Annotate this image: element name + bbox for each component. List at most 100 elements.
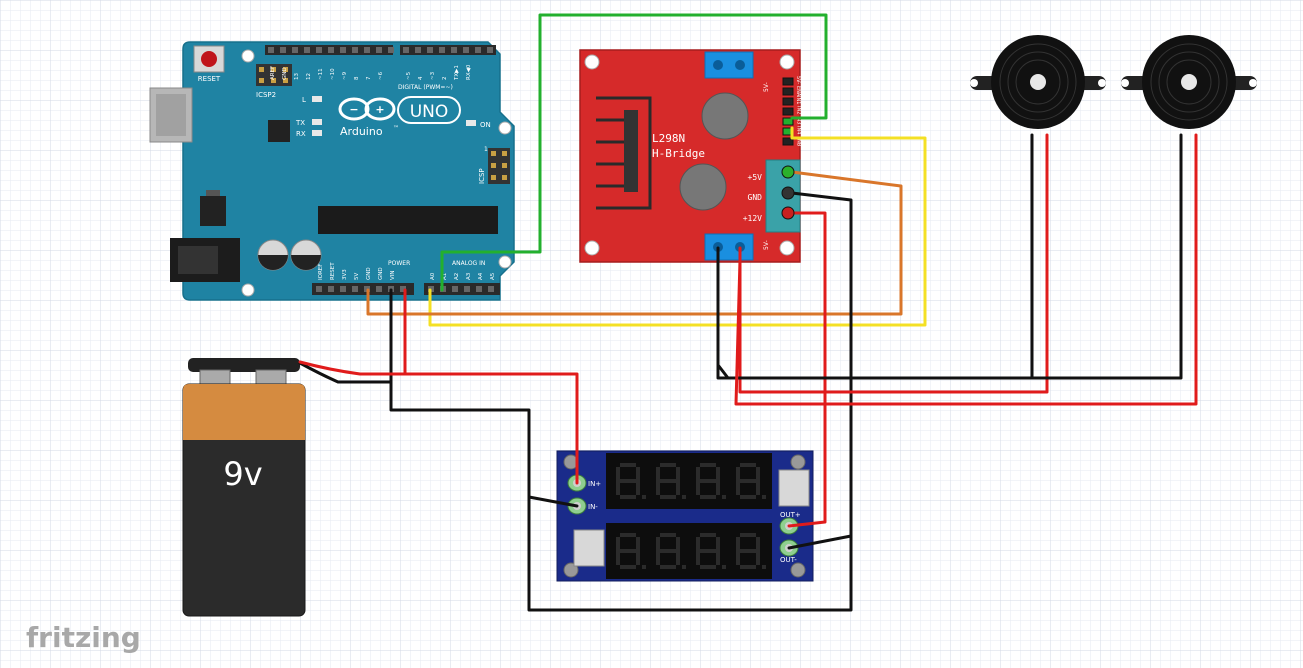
wire-black-driver-gnd[interactable] bbox=[527, 191, 853, 612]
led-rx bbox=[312, 130, 322, 136]
wires bbox=[298, 13, 1198, 612]
seven-segment-digits bbox=[616, 463, 766, 569]
wire-battery-red[interactable] bbox=[298, 360, 407, 376]
seven-segment-digit bbox=[736, 533, 766, 569]
wire-black-gnd[interactable] bbox=[389, 288, 579, 508]
power-header bbox=[312, 283, 414, 295]
digital-pin-label: 13 bbox=[294, 73, 300, 80]
icsp2-header bbox=[256, 64, 292, 86]
icsp2-label: ICSP2 bbox=[256, 91, 276, 99]
wire-green-signal[interactable] bbox=[440, 13, 828, 292]
fritzing-logo: fritzing bbox=[26, 621, 141, 654]
digital-pin-label: 2 bbox=[442, 77, 448, 81]
svg-text:−: − bbox=[349, 103, 358, 116]
wire-yellow-signal[interactable] bbox=[428, 126, 927, 327]
wire-red-buzzer-right[interactable] bbox=[734, 133, 1198, 406]
led-tx bbox=[312, 119, 322, 125]
seven-segment-digit bbox=[736, 463, 766, 499]
analog-pin-label: A3 bbox=[466, 272, 472, 280]
seven-segment-digit bbox=[696, 533, 726, 569]
digital-pin-label: ~3 bbox=[430, 71, 436, 80]
digital-pin-label: GND bbox=[282, 67, 288, 80]
logic-pin-label: IN4 bbox=[796, 126, 802, 134]
model-badge bbox=[397, 96, 461, 124]
analog-pin-label: A5 bbox=[490, 272, 496, 280]
arduino-uno-board[interactable]: RESET ICSP2 L TX RX ON bbox=[149, 41, 515, 301]
digital-pin-label: ~11 bbox=[318, 68, 324, 80]
digital-pin-label: 7 bbox=[366, 76, 372, 80]
capacitor bbox=[290, 239, 322, 271]
power-pin-label: GND bbox=[378, 267, 384, 280]
power-pin-label: RESET bbox=[330, 262, 336, 280]
analog-pin-label: A0 bbox=[430, 272, 436, 280]
led-l bbox=[312, 96, 322, 102]
seven-segment-digit bbox=[616, 463, 646, 499]
wire-red-vin[interactable] bbox=[403, 288, 579, 485]
led-tx-label: TX bbox=[295, 119, 305, 127]
reset-button-cap[interactable] bbox=[201, 51, 217, 67]
button[interactable] bbox=[778, 469, 810, 507]
battery-9v[interactable]: 9v bbox=[182, 358, 306, 617]
analog-pin-label: A2 bbox=[454, 273, 460, 280]
digital-pin-label: ~10 bbox=[330, 68, 336, 80]
side-label-5v-bottom: 5V- bbox=[763, 240, 770, 250]
capacitor bbox=[679, 163, 727, 211]
seven-segment-digit bbox=[656, 463, 686, 499]
digital-pin-label: ~9 bbox=[342, 71, 348, 80]
power-pin-label: GND bbox=[366, 267, 372, 280]
digital-pin-label: RX◀0 bbox=[466, 64, 472, 80]
reset-label: RESET bbox=[198, 75, 221, 83]
buzzer-left[interactable] bbox=[970, 35, 1106, 129]
svg-text:+: + bbox=[375, 103, 384, 116]
analog-pin-label: A1 bbox=[442, 273, 448, 280]
motor-b-terminal[interactable] bbox=[704, 233, 754, 261]
buck-converter[interactable]: IN+ IN- OUT+ OUT- bbox=[556, 450, 814, 582]
digital-pin-label: ~5 bbox=[406, 71, 412, 80]
brand-text: Arduino bbox=[340, 125, 383, 138]
out-plus-label: OUT+ bbox=[780, 511, 801, 519]
wire-orange-5v[interactable] bbox=[366, 170, 903, 316]
digital-pin-label: 4 bbox=[418, 76, 424, 80]
model-text: UNO bbox=[410, 102, 449, 122]
logic-pin-label: IN3 bbox=[795, 116, 801, 124]
digital-label: DIGITAL (PWM=~) bbox=[398, 84, 453, 91]
icsp-header bbox=[488, 148, 510, 184]
motor-a-terminal[interactable] bbox=[704, 51, 754, 79]
button[interactable] bbox=[573, 529, 605, 567]
label-5v: +5V bbox=[748, 173, 763, 182]
battery-label: 9v bbox=[223, 455, 262, 493]
seven-segment-digit bbox=[656, 533, 686, 569]
icsp-label: ICSP bbox=[478, 168, 486, 184]
wire-battery-black[interactable] bbox=[298, 361, 393, 384]
seven-segment-digit bbox=[616, 533, 646, 569]
analog-pin-label: A4 bbox=[478, 272, 484, 280]
brand-mark: ™ bbox=[393, 125, 399, 132]
wire-red-out-plus[interactable] bbox=[787, 211, 827, 528]
logic-pin-label: ENA bbox=[795, 86, 801, 97]
l298n-chip bbox=[624, 110, 638, 192]
logic-pins bbox=[782, 77, 794, 146]
power-pin-label: 3V3 bbox=[342, 269, 348, 280]
capacitor bbox=[701, 92, 749, 140]
driver-title-2: H-Bridge bbox=[652, 147, 705, 160]
arduino-logo-icon: − + bbox=[338, 97, 396, 121]
wire-black-buzzer-right[interactable] bbox=[716, 133, 1183, 380]
label-gnd: GND bbox=[748, 193, 763, 202]
power-pin-label: VIN bbox=[390, 271, 396, 281]
wire-black-out-minus[interactable] bbox=[787, 534, 853, 550]
digital-pin-label: TX▶1 bbox=[454, 65, 460, 81]
terminal-pins bbox=[781, 165, 795, 220]
logic-pin-label: 5V- bbox=[795, 76, 801, 84]
l298n-driver-board[interactable]: L298N H-Bridge +5V GND +12V 5V-ENAIN1IN2… bbox=[579, 49, 802, 263]
wire-red-buzzer-left[interactable] bbox=[738, 133, 1049, 394]
driver-title-1: L298N bbox=[652, 132, 685, 145]
led-on bbox=[466, 120, 476, 126]
icsp-pin-one: 1 bbox=[484, 146, 488, 153]
buzzer-right[interactable] bbox=[1121, 35, 1257, 129]
logic-pin-label: ENB bbox=[796, 136, 802, 147]
atmega-chip bbox=[318, 206, 498, 234]
logic-pin-label: IN1 bbox=[795, 96, 801, 104]
